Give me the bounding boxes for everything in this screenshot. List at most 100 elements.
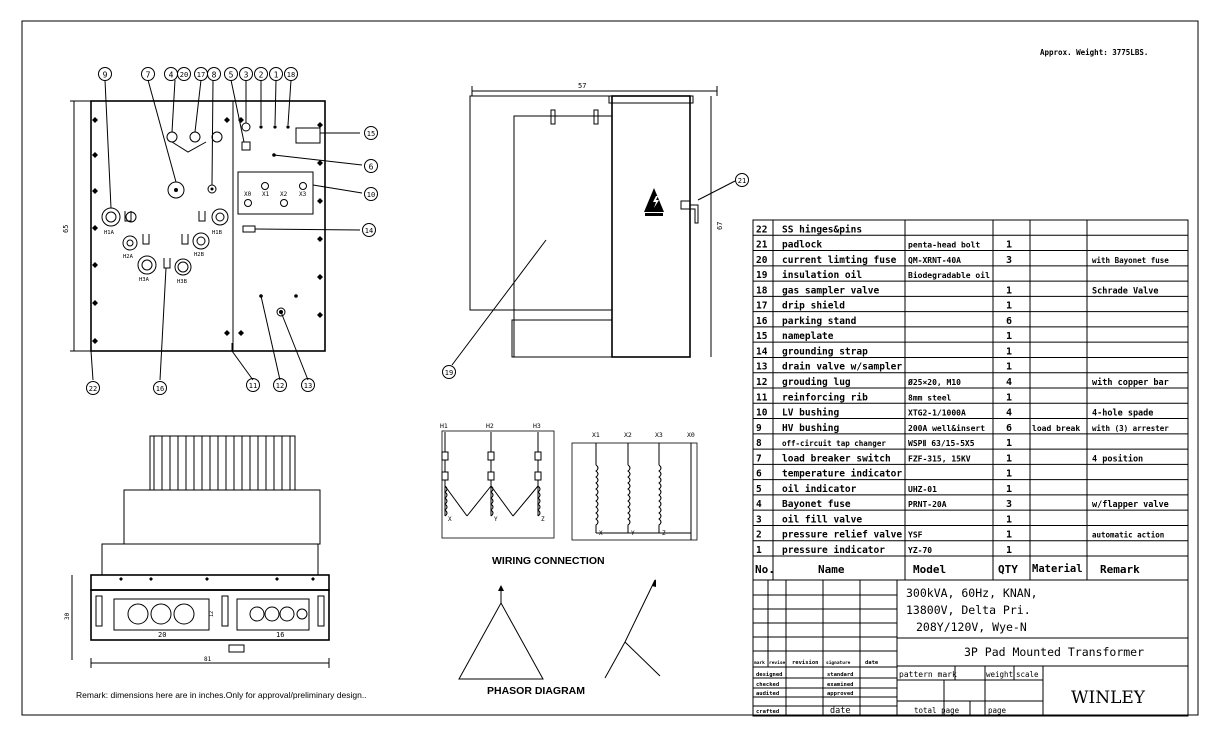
hv-coil-x: X bbox=[448, 516, 452, 523]
front-cabinet bbox=[90, 100, 326, 352]
table-cell-no: 13 bbox=[756, 362, 768, 373]
phasor-diagram: PHASOR DIAGRAM bbox=[458, 579, 661, 697]
table-cell-model: YZ-70 bbox=[908, 546, 932, 555]
hv-terminal-h2: H2 bbox=[486, 422, 494, 430]
label-h1a: H1A bbox=[104, 230, 115, 236]
label-examined: examined bbox=[827, 682, 854, 688]
table-cell-qty: 1 bbox=[1006, 438, 1012, 449]
table-cell-name: grounding strap bbox=[782, 346, 868, 357]
table-cell-model: 200A well&insert bbox=[908, 423, 985, 433]
table-cell-no: 8 bbox=[756, 438, 762, 449]
hv-coil-z: Z bbox=[541, 516, 545, 523]
weight-note: Approx. Weight: 3775LBS. bbox=[1040, 48, 1148, 57]
side-dim-width: 57 bbox=[578, 82, 586, 90]
table-cell-model: Ø25×20, M10 bbox=[907, 377, 961, 387]
label-pattern-mark: pattern mark bbox=[899, 670, 957, 679]
table-cell-no: 7 bbox=[756, 453, 762, 464]
table-cell-qty: 1 bbox=[1006, 362, 1012, 373]
svg-text:21: 21 bbox=[738, 177, 746, 185]
table-cell-model: XTG2-1/1000A bbox=[908, 409, 966, 418]
table-cell-name: off-circuit tap changer bbox=[782, 439, 886, 448]
table-cell-name: Bayonet fuse bbox=[782, 499, 851, 510]
table-cell-name: temperature indicator bbox=[782, 469, 902, 480]
table-cell-qty: 4 bbox=[1006, 377, 1012, 388]
table-cell-no: 20 bbox=[756, 255, 768, 266]
table-cell-model: YSF bbox=[908, 531, 923, 540]
callout-12: 12 bbox=[273, 378, 287, 392]
svg-text:8: 8 bbox=[212, 71, 217, 80]
svg-text:4: 4 bbox=[169, 71, 174, 80]
table-cell-no: 22 bbox=[756, 224, 767, 235]
callout-11: 11 bbox=[246, 378, 260, 392]
front-leaders bbox=[90, 79, 363, 381]
lv-terminal-x1: X1 bbox=[592, 431, 600, 439]
svg-text:19: 19 bbox=[445, 369, 453, 377]
callout-18: 18 bbox=[284, 67, 298, 81]
table-cell-model: WSPⅡ 63/15-5X5 bbox=[908, 439, 975, 448]
table-cell-model: PRNT-20A bbox=[908, 500, 947, 509]
table-cell-remark: 4-hole spade bbox=[1092, 409, 1153, 419]
callout-14: 14 bbox=[362, 223, 376, 237]
rev-revision: revision bbox=[792, 660, 819, 666]
table-cell-no: 11 bbox=[756, 392, 768, 403]
label-scale: scale bbox=[1016, 670, 1039, 679]
table-cell-no: 5 bbox=[756, 484, 762, 495]
company-name: WINLEY bbox=[1071, 688, 1146, 708]
callout-9: 9 bbox=[98, 67, 112, 81]
callout-5: 5 bbox=[224, 67, 238, 81]
title-block: 300kVA, 60Hz, KNAN, 13800V, Delta Pri. 2… bbox=[752, 579, 1189, 717]
table-cell-no: 9 bbox=[756, 423, 762, 434]
callout-4: 4 bbox=[164, 67, 178, 81]
lv-coil-x: X bbox=[599, 530, 603, 537]
plan-view: 20 16 12 81 30 bbox=[64, 435, 330, 668]
table-cell-qty: 1 bbox=[1006, 331, 1012, 342]
label-x1: X1 bbox=[262, 191, 270, 198]
spec-line-2: 13800V, Delta Pri. bbox=[906, 603, 1031, 617]
label-h3b: H3B bbox=[177, 279, 188, 285]
callout-21: 21 bbox=[735, 173, 749, 187]
svg-text:6: 6 bbox=[369, 163, 374, 172]
label-audited: audited bbox=[756, 691, 779, 697]
label-designed: designed bbox=[756, 672, 783, 678]
rev-date: date bbox=[865, 660, 879, 666]
label-checked: checked bbox=[756, 682, 779, 688]
table-cell-qty: 1 bbox=[1006, 530, 1012, 541]
svg-text:17: 17 bbox=[197, 71, 205, 79]
wiring-diagram: H1 H2 H3 X Y Z X1 X2 X3 X0 X Y bbox=[440, 422, 698, 567]
table-cell-remark: with (3) arrester bbox=[1092, 424, 1169, 433]
lv-terminal-x2: X2 bbox=[624, 431, 632, 439]
plan-dim-total: 81 bbox=[204, 656, 212, 663]
table-cell-remark: with Bayonet fuse bbox=[1092, 256, 1169, 265]
label-date: date bbox=[830, 706, 850, 716]
lv-compartment: X0 X1 X2 X3 bbox=[231, 122, 321, 351]
label-x2: X2 bbox=[280, 191, 288, 198]
remark-note: Remark: dimensions here are in inches.On… bbox=[76, 690, 367, 700]
table-cell-no: 10 bbox=[756, 408, 768, 419]
svg-text:16: 16 bbox=[156, 385, 164, 393]
sheet-border bbox=[21, 20, 1199, 716]
table-cell-qty: 1 bbox=[1006, 545, 1012, 556]
svg-text:14: 14 bbox=[365, 227, 373, 235]
table-cell-name: grouding lug bbox=[782, 377, 851, 388]
hv-coil-y: Y bbox=[494, 516, 498, 523]
svg-text:11: 11 bbox=[249, 382, 257, 390]
spec-line-1: 300kVA, 60Hz, KNAN, bbox=[906, 586, 1038, 600]
lv-coil-y: Y bbox=[631, 530, 635, 537]
lv-coil-z: Z bbox=[662, 530, 666, 537]
table-cell-no: 6 bbox=[756, 469, 762, 480]
plan-dim-small: 12 bbox=[209, 611, 215, 617]
label-x0: X0 bbox=[244, 191, 252, 198]
callout-6: 6 bbox=[364, 159, 378, 173]
label-page: page bbox=[988, 706, 1007, 715]
